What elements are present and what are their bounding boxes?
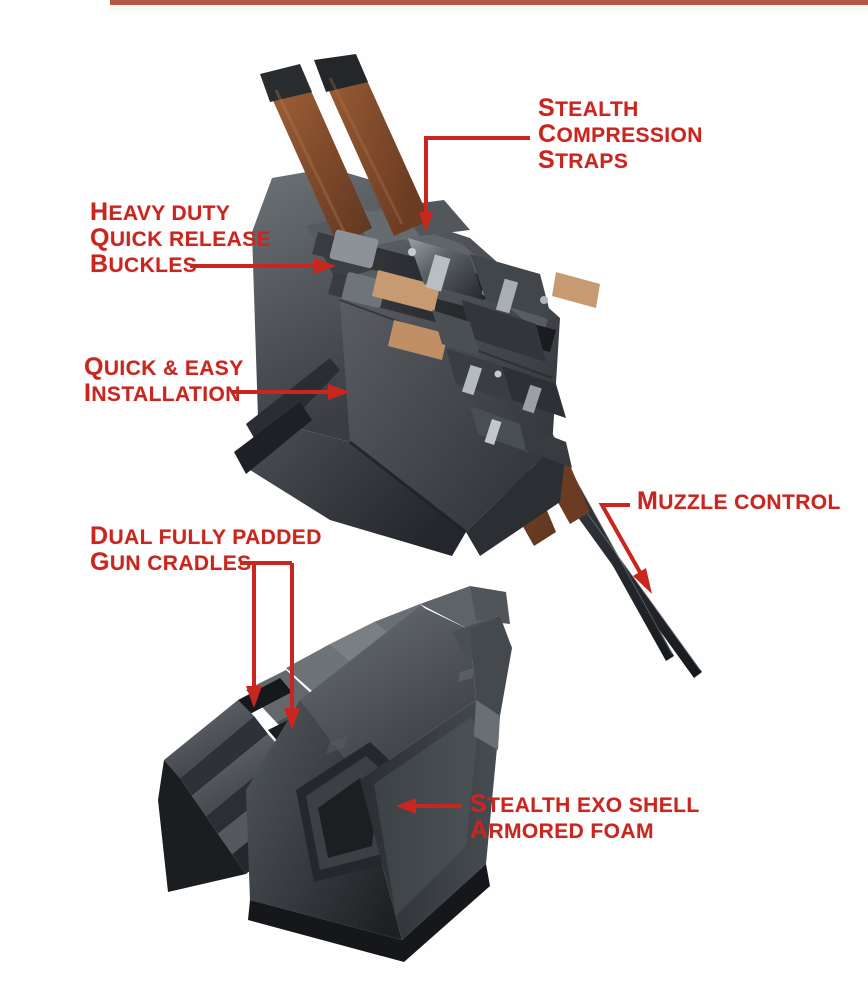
callout-line: Buckles: [90, 250, 198, 278]
callout-line: Stealth: [538, 94, 639, 122]
callout-line: Quick & Easy: [84, 353, 244, 381]
callout-muzzle-control: Muzzle Control: [637, 489, 841, 515]
callout-stealth-exo-shell-armored-foam: Stealth Exo Shell Armored Foam: [470, 792, 700, 844]
callout-stealth-compression-straps: Stealth Compression Straps: [538, 96, 703, 174]
callout-line: Muzzle Control: [637, 487, 841, 515]
callout-line: Gun Cradles: [90, 548, 252, 576]
callout-line: Armored Foam: [470, 816, 654, 844]
callout-line: Straps: [538, 146, 629, 174]
callout-line: Quick Release: [90, 224, 272, 252]
callout-line: Dual Fully Padded: [90, 522, 322, 550]
callout-dual-fully-padded-gun-cradles: Dual Fully Padded Gun Cradles: [90, 524, 322, 576]
callout-line: Stealth Exo Shell: [470, 790, 700, 818]
top-accent-bar-highlight: [110, 5, 868, 11]
callout-line: Installation: [84, 379, 241, 407]
callout-line: Compression: [538, 120, 703, 148]
callout-quick-easy-installation: Quick & Easy Installation: [84, 355, 244, 407]
callout-line: Heavy Duty: [90, 198, 231, 226]
callout-heavy-duty-quick-release-buckles: Heavy Duty Quick Release Buckles: [90, 200, 271, 278]
